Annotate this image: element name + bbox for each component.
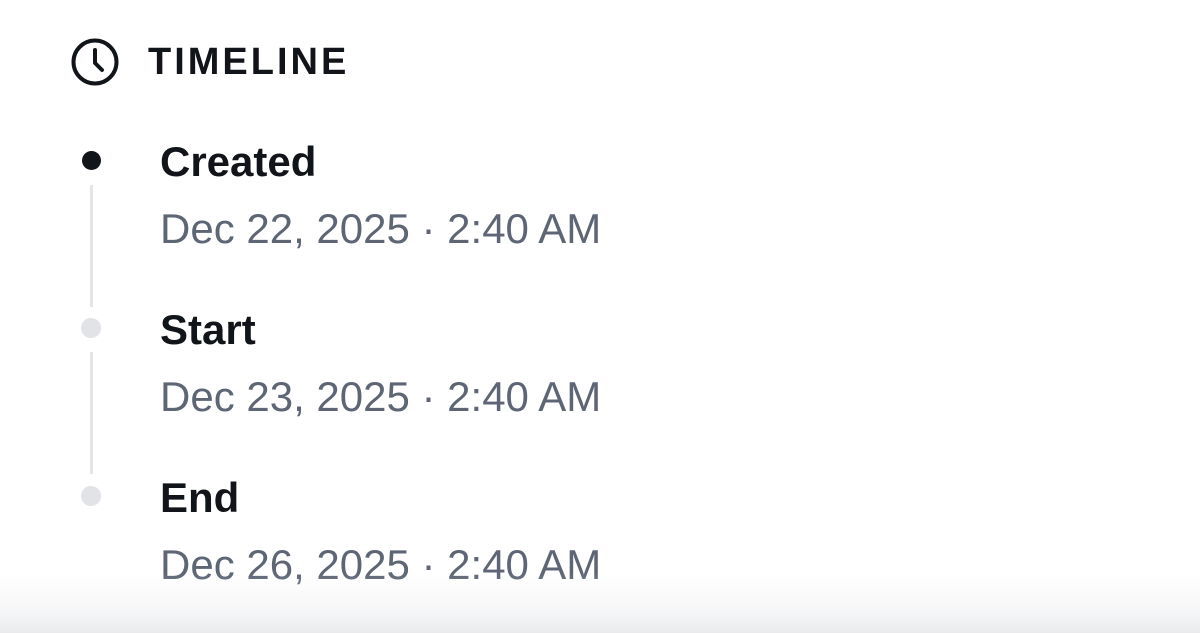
clock-icon: [71, 38, 119, 86]
timeline-header: TIMELINE: [70, 36, 349, 88]
event-label-start: Start: [160, 306, 256, 353]
timeline-title: TIMELINE: [148, 40, 350, 83]
event-label-end: End: [160, 474, 240, 521]
event-date-created: Dec 22, 2025 · 2:40 AM: [160, 205, 602, 252]
event-label-created: Created: [160, 138, 317, 185]
timeline-connector: [90, 185, 93, 307]
event-date-start: Dec 23, 2025 · 2:40 AM: [160, 373, 602, 420]
event-date-end: Dec 26, 2025 · 2:40 AM: [160, 541, 602, 588]
timeline-dot-created: [82, 151, 101, 170]
timeline-dot-start: [81, 318, 101, 338]
timeline-connector: [90, 352, 93, 474]
timeline-dot-end: [81, 486, 101, 506]
